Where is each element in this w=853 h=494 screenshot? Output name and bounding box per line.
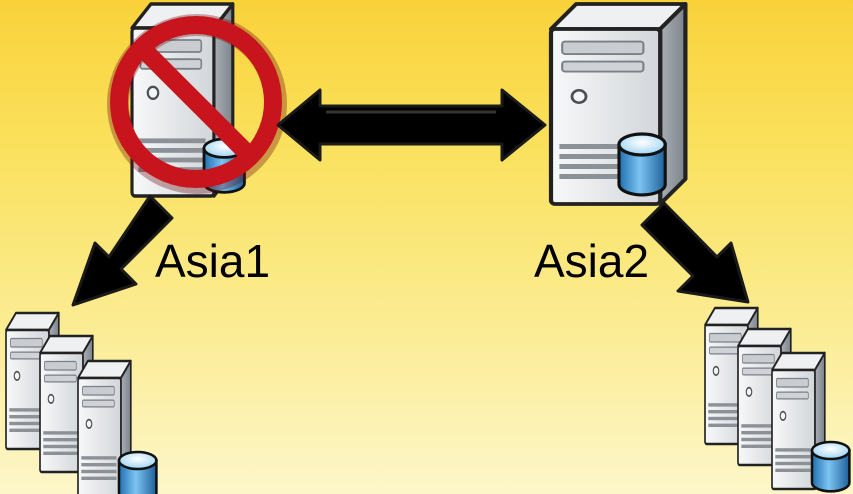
left-server-cluster-icon [4,311,158,494]
bidirectional-replication-arrow [276,88,547,162]
replication-arrow-left [71,194,174,307]
asia2-server-icon [551,4,685,204]
asia1-label: Asia1 [155,235,271,287]
prohibition-icon [107,14,287,194]
asia2-label: Asia2 [534,235,650,287]
right-server-cluster-icon [703,306,851,493]
replication-arrow-right [640,201,750,304]
